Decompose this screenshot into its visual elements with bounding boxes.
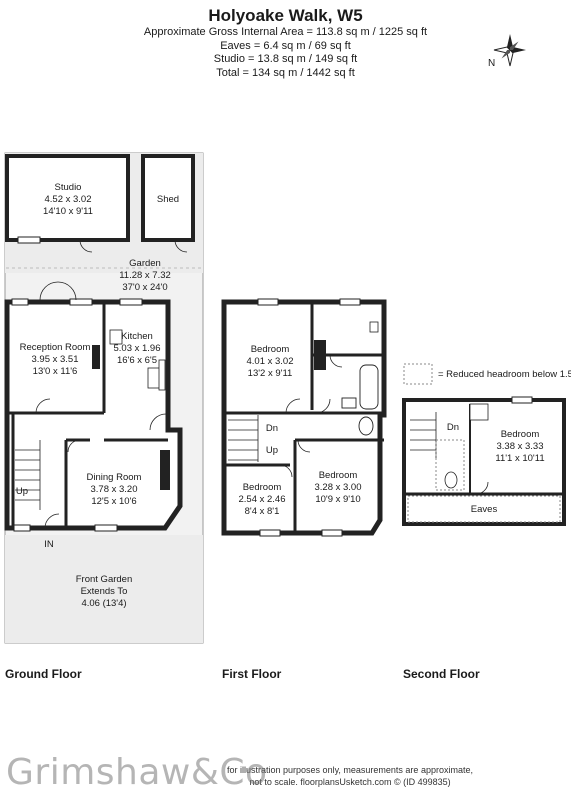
second-floor-walls bbox=[402, 398, 566, 526]
first-dn-label: Dn bbox=[266, 423, 278, 434]
disclaimer-line-1: for illustration purposes only, measurem… bbox=[227, 765, 473, 775]
bedroom2-metric: 2.54 x 2.46 bbox=[238, 494, 285, 505]
garden-name: Garden bbox=[129, 258, 161, 269]
bedroom1-name: Bedroom bbox=[251, 344, 290, 355]
headroom-legend-text: = Reduced headroom below 1.5m / 5'0 bbox=[438, 369, 571, 380]
second-floor-plan bbox=[402, 396, 566, 526]
disclaimer-line-2: not to scale. floorplansUsketch.com © (I… bbox=[249, 777, 451, 787]
ground-floor-walls bbox=[4, 299, 183, 531]
ground-up-label: Up bbox=[16, 486, 28, 497]
bedroom1-imperial: 13'2 x 9'11 bbox=[248, 368, 293, 379]
reception-name: Reception Room bbox=[20, 342, 91, 353]
compass-north-label: N bbox=[488, 58, 496, 69]
bedroom3-metric: 3.28 x 3.00 bbox=[314, 482, 361, 493]
disclaimer-text: for illustration purposes only, measurem… bbox=[200, 764, 500, 788]
entrance-label: IN bbox=[44, 539, 54, 550]
first-up-label: Up bbox=[266, 445, 278, 456]
bedroom3-name: Bedroom bbox=[319, 470, 358, 481]
first-floor-label: First Floor bbox=[222, 667, 282, 681]
front-garden-line2: Extends To bbox=[81, 586, 128, 597]
shed-name: Shed bbox=[157, 194, 179, 205]
studio-imperial: 14'10 x 9'11 bbox=[43, 206, 93, 217]
property-title: Holyoake Walk, W5 bbox=[208, 6, 363, 25]
bedroom2-name: Bedroom bbox=[243, 482, 282, 493]
headroom-legend-swatch bbox=[403, 363, 433, 385]
front-garden-line3: 4.06 (13'4) bbox=[81, 598, 126, 609]
garden-metric: 11.28 x 7.32 bbox=[119, 270, 171, 281]
ground-floor-label: Ground Floor bbox=[5, 667, 82, 681]
kitchen-metric: 5.03 x 1.96 bbox=[113, 343, 160, 354]
shed-walls bbox=[141, 154, 195, 242]
kitchen-name: Kitchen bbox=[121, 331, 153, 342]
eaves-label: Eaves bbox=[471, 504, 498, 515]
bedroom2-imperial: 8'4 x 8'1 bbox=[245, 506, 280, 517]
compass-icon bbox=[493, 34, 526, 67]
dining-name: Dining Room bbox=[87, 472, 142, 483]
second-bedroom-name: Bedroom bbox=[501, 429, 540, 440]
brand-watermark-logo: Grimshaw&Co bbox=[6, 752, 268, 793]
front-garden-line1: Front Garden bbox=[76, 574, 133, 585]
studio-area-text: Studio = 13.8 sq m / 149 sq ft bbox=[213, 53, 358, 65]
second-dn-label: Dn bbox=[447, 422, 459, 433]
studio-walls bbox=[5, 154, 130, 242]
gross-area-text: Approximate Gross Internal Area = 113.8 … bbox=[143, 26, 428, 38]
second-bedroom-imperial: 11'1 x 10'11 bbox=[495, 453, 544, 464]
plan-header: Holyoake Walk, W5 Approximate Gross Inte… bbox=[0, 6, 571, 80]
first-floor-plan bbox=[221, 298, 433, 537]
eaves-area-text: Eaves = 6.4 sq m / 69 sq ft bbox=[220, 39, 351, 52]
dining-imperial: 12'5 x 10'6 bbox=[91, 496, 136, 507]
reception-imperial: 13'0 x 11'6 bbox=[33, 366, 78, 377]
first-floor-walls bbox=[221, 299, 387, 536]
second-bedroom-metric: 3.38 x 3.33 bbox=[496, 441, 543, 452]
bedroom1-metric: 4.01 x 3.02 bbox=[246, 356, 293, 367]
studio-name: Studio bbox=[55, 182, 82, 193]
kitchen-imperial: 16'6 x 6'5 bbox=[117, 355, 157, 366]
bedroom3-imperial: 10'9 x 9'10 bbox=[315, 494, 360, 505]
studio-metric: 4.52 x 3.02 bbox=[44, 194, 91, 205]
total-area-text: Total = 134 sq m / 1442 sq ft bbox=[216, 66, 355, 79]
reception-metric: 3.95 x 3.51 bbox=[31, 354, 78, 365]
second-floor-label: Second Floor bbox=[403, 667, 480, 681]
ground-floor-plan bbox=[4, 152, 204, 644]
garden-imperial: 37'0 x 24'0 bbox=[122, 282, 167, 293]
dining-metric: 3.78 x 3.20 bbox=[90, 484, 137, 495]
